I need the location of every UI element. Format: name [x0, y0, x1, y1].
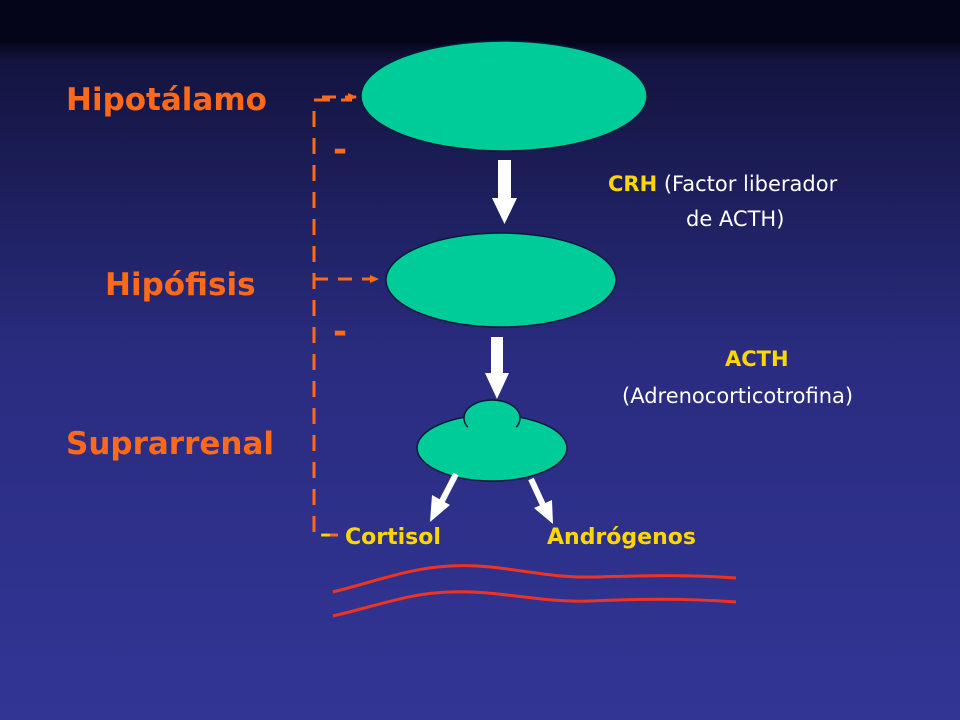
- crh-label-line1: CRH (Factor liberador: [608, 168, 837, 200]
- label-adrenal: Suprarrenal: [66, 426, 275, 462]
- acth-abbr: ACTH: [725, 347, 789, 371]
- arrow-acth: [485, 337, 509, 399]
- blood-wave-upper: [332, 564, 737, 594]
- pituitary-shape: [385, 232, 617, 328]
- label-androgens: Andrógenos: [547, 525, 696, 550]
- feedback-line: [312, 98, 352, 537]
- arrow-cortisol: [430, 472, 459, 522]
- label-cortisol: Cortisol: [345, 525, 441, 550]
- crh-abbr: CRH: [608, 172, 658, 196]
- minus-sign-hypothalamus: -: [333, 130, 348, 170]
- crh-desc-2: de ACTH): [686, 207, 785, 231]
- minus-sign-cortisol: –: [320, 522, 331, 547]
- acth-desc: (Adrenocorticotrofina): [622, 384, 854, 408]
- label-pituitary: Hipófisis: [105, 267, 256, 303]
- arrow-androgens: [528, 477, 553, 524]
- hypothalamus-shape: [360, 40, 648, 152]
- label-hypothalamus: Hipotálamo: [66, 82, 267, 118]
- blood-wave-lower: [332, 590, 737, 618]
- minus-sign-pituitary: -: [333, 312, 348, 352]
- acth-label-line1: ACTH: [725, 343, 789, 375]
- adrenal-joint: [466, 422, 518, 438]
- arrow-crh: [492, 160, 517, 224]
- crh-desc-1: (Factor liberador: [663, 172, 838, 196]
